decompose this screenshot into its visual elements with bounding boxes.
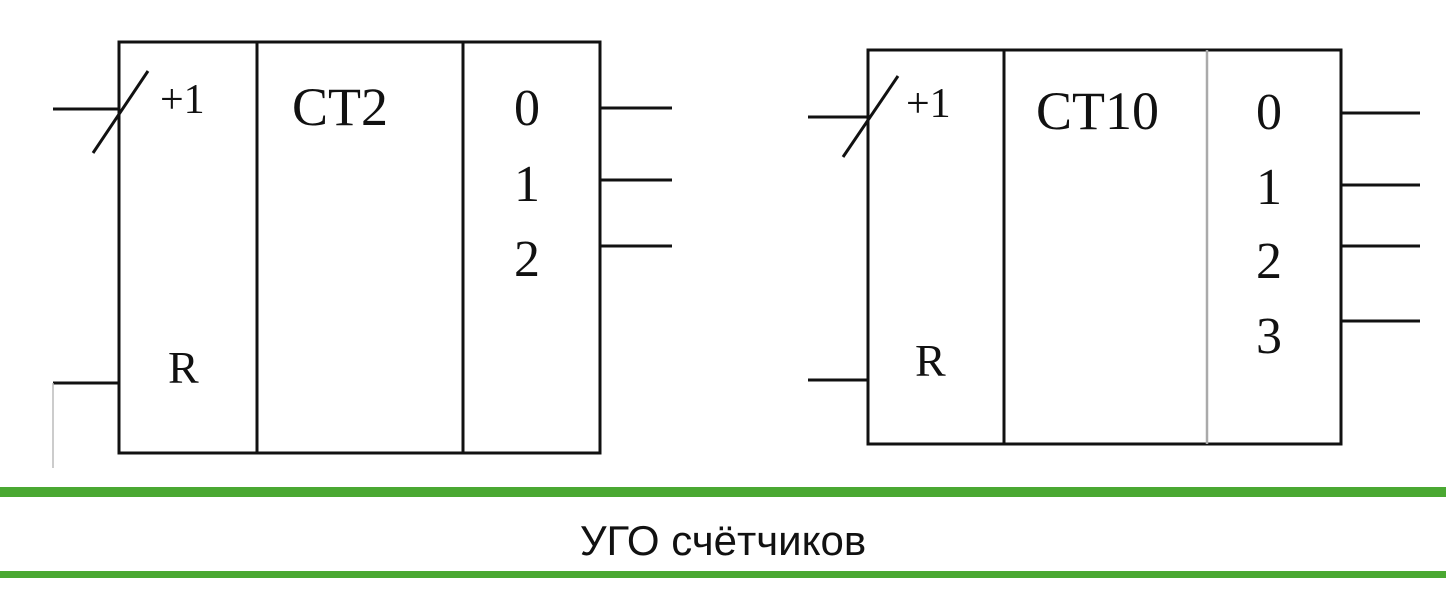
caption-top-rule xyxy=(0,487,1446,497)
counter-ct10-output-label-1: 1 xyxy=(1256,159,1282,216)
counter-ct10-output-label-2: 2 xyxy=(1256,233,1282,290)
counter-ct2-output-label-1: 1 xyxy=(514,156,540,213)
counter-ct2-count-label: +1 xyxy=(160,77,205,123)
counter-ct10-output-label-3: 3 xyxy=(1256,308,1282,365)
counter-ct10-reset-label: R xyxy=(915,335,946,386)
counter-ct2 xyxy=(52,40,672,468)
counter-ct2-bus-slash xyxy=(91,70,150,154)
counter-ct2-output-label-0: 0 xyxy=(514,80,540,137)
counter-ct10 xyxy=(808,48,1420,446)
counter-ct10-title: CT10 xyxy=(1036,81,1159,141)
counter-ct2-labels: +1 CT2 R 0 1 2 xyxy=(160,77,540,393)
counter-ct2-output-label-2: 2 xyxy=(514,231,540,288)
caption-text: УГО счётчиков xyxy=(580,517,866,564)
counter-ct10-count-label: +1 xyxy=(906,81,951,127)
counter-ct2-reset-label: R xyxy=(168,342,199,393)
counter-ct2-title: CT2 xyxy=(292,77,388,137)
counter-ct10-labels: +1 CT10 R 0 1 2 3 xyxy=(906,81,1282,386)
counter-ct10-output-label-0: 0 xyxy=(1256,84,1282,141)
caption-bottom-rule xyxy=(0,571,1446,578)
counter-ct10-bus-slash xyxy=(841,75,900,158)
